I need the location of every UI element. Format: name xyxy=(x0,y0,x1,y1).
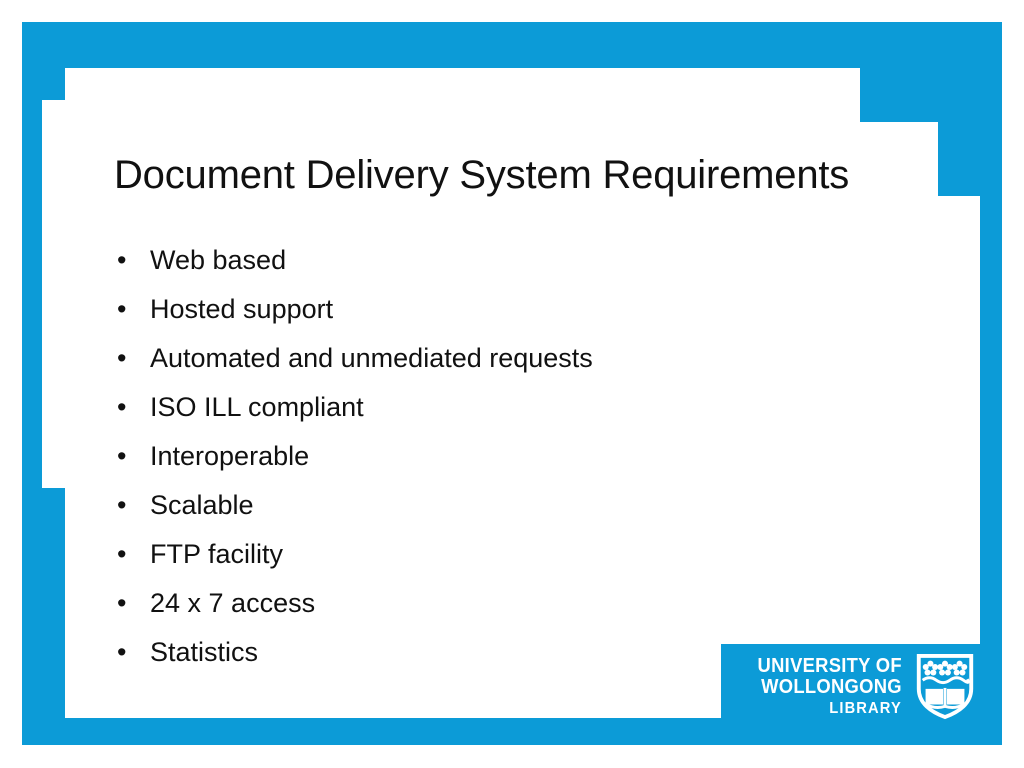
list-item: • Interoperable xyxy=(114,432,754,481)
bullet-dot-icon: • xyxy=(117,637,127,667)
list-item-label: ISO ILL compliant xyxy=(150,392,364,422)
frame-top-right xyxy=(860,22,1002,122)
frame-top-wide xyxy=(22,22,860,68)
list-item-label: Hosted support xyxy=(150,294,334,324)
list-item-label: Interoperable xyxy=(150,441,310,471)
list-item-label: Automated and unmediated requests xyxy=(150,343,593,373)
list-item-label: 24 x 7 access xyxy=(150,588,316,618)
frame-left-lower xyxy=(22,488,65,728)
bullet-dot-icon: • xyxy=(117,392,127,422)
frame-right-thin xyxy=(980,196,1002,728)
list-item: • Automated and unmediated requests xyxy=(114,334,754,383)
list-item-label: Web based xyxy=(150,245,287,275)
list-item-label: Statistics xyxy=(150,637,259,667)
page-title: Document Delivery System Requirements xyxy=(114,153,850,197)
list-item: • Web based xyxy=(114,236,754,285)
frame-right-mid xyxy=(938,122,1002,196)
bullet-dot-icon: • xyxy=(117,343,127,373)
bullet-dot-icon: • xyxy=(117,441,127,471)
bullet-dot-icon: • xyxy=(117,245,127,275)
logo-line-university: UNIVERSITY OF xyxy=(757,655,902,677)
list-item: • Scalable xyxy=(114,481,754,530)
frame-left-upper xyxy=(22,68,65,100)
logo-line-wollongong: WOLLONGONG xyxy=(761,676,902,698)
logo-line-library: LIBRARY xyxy=(829,700,902,717)
bullet-dot-icon: • xyxy=(117,490,127,520)
list-item: • Statistics xyxy=(114,628,754,677)
bullet-dot-icon: • xyxy=(117,294,127,324)
list-item: • FTP facility xyxy=(114,530,754,579)
frame-left-thin xyxy=(22,100,42,488)
uow-library-logo: UNIVERSITY OF WOLLONGONG LIBRARY xyxy=(745,652,976,720)
bullet-dot-icon: • xyxy=(117,588,127,618)
requirements-list: • Web based • Hosted support • Automated… xyxy=(114,236,754,677)
bullet-dot-icon: • xyxy=(117,539,127,569)
list-item: • 24 x 7 access xyxy=(114,579,754,628)
uow-shield-crest-icon xyxy=(916,653,974,720)
logo-block: UNIVERSITY OF WOLLONGONG LIBRARY xyxy=(721,644,1002,728)
logo-wordmark: UNIVERSITY OF WOLLONGONG LIBRARY xyxy=(745,652,914,720)
list-item-label: FTP facility xyxy=(150,539,284,569)
list-item-label: Scalable xyxy=(150,490,254,520)
list-item: • ISO ILL compliant xyxy=(114,383,754,432)
list-item: • Hosted support xyxy=(114,285,754,334)
